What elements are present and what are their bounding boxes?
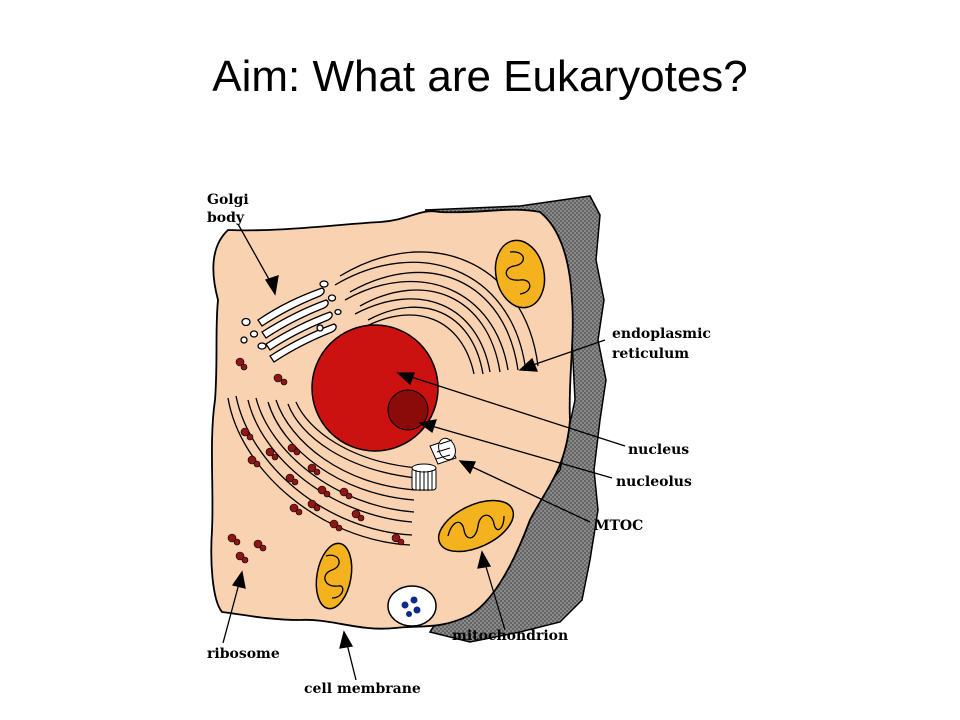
label-er-line2: reticulum	[612, 346, 689, 362]
cell-shadow	[424, 195, 607, 643]
label-golgi-line1: Golgi	[207, 192, 249, 208]
label-nucleolus: nucleolus	[616, 474, 692, 490]
slide-title: Aim: What are Eukaryotes?	[212, 52, 748, 101]
mitochondrion-right	[437, 499, 515, 553]
golgi-body	[240, 280, 342, 363]
label-nucleus: nucleus	[628, 442, 689, 458]
label-golgi-line2: body	[207, 210, 245, 226]
nucleus	[311, 324, 439, 452]
vesicle	[387, 585, 437, 627]
mitochondrion-top	[494, 239, 546, 309]
pointer-lines	[222, 223, 626, 681]
mitochondrion-bottom	[315, 542, 353, 610]
label-cell-membrane: cell membrane	[304, 681, 421, 697]
ribosomes	[227, 357, 405, 564]
nucleolus	[387, 389, 429, 431]
label-mitochondrion: mitochondrion	[452, 628, 568, 644]
mtoc-centrioles	[411, 437, 457, 491]
label-mtoc: MTOC	[594, 518, 643, 534]
label-er-line1: endoplasmic	[612, 326, 711, 342]
label-ribosome: ribosome	[207, 646, 280, 662]
endoplasmic-reticulum	[227, 251, 539, 546]
